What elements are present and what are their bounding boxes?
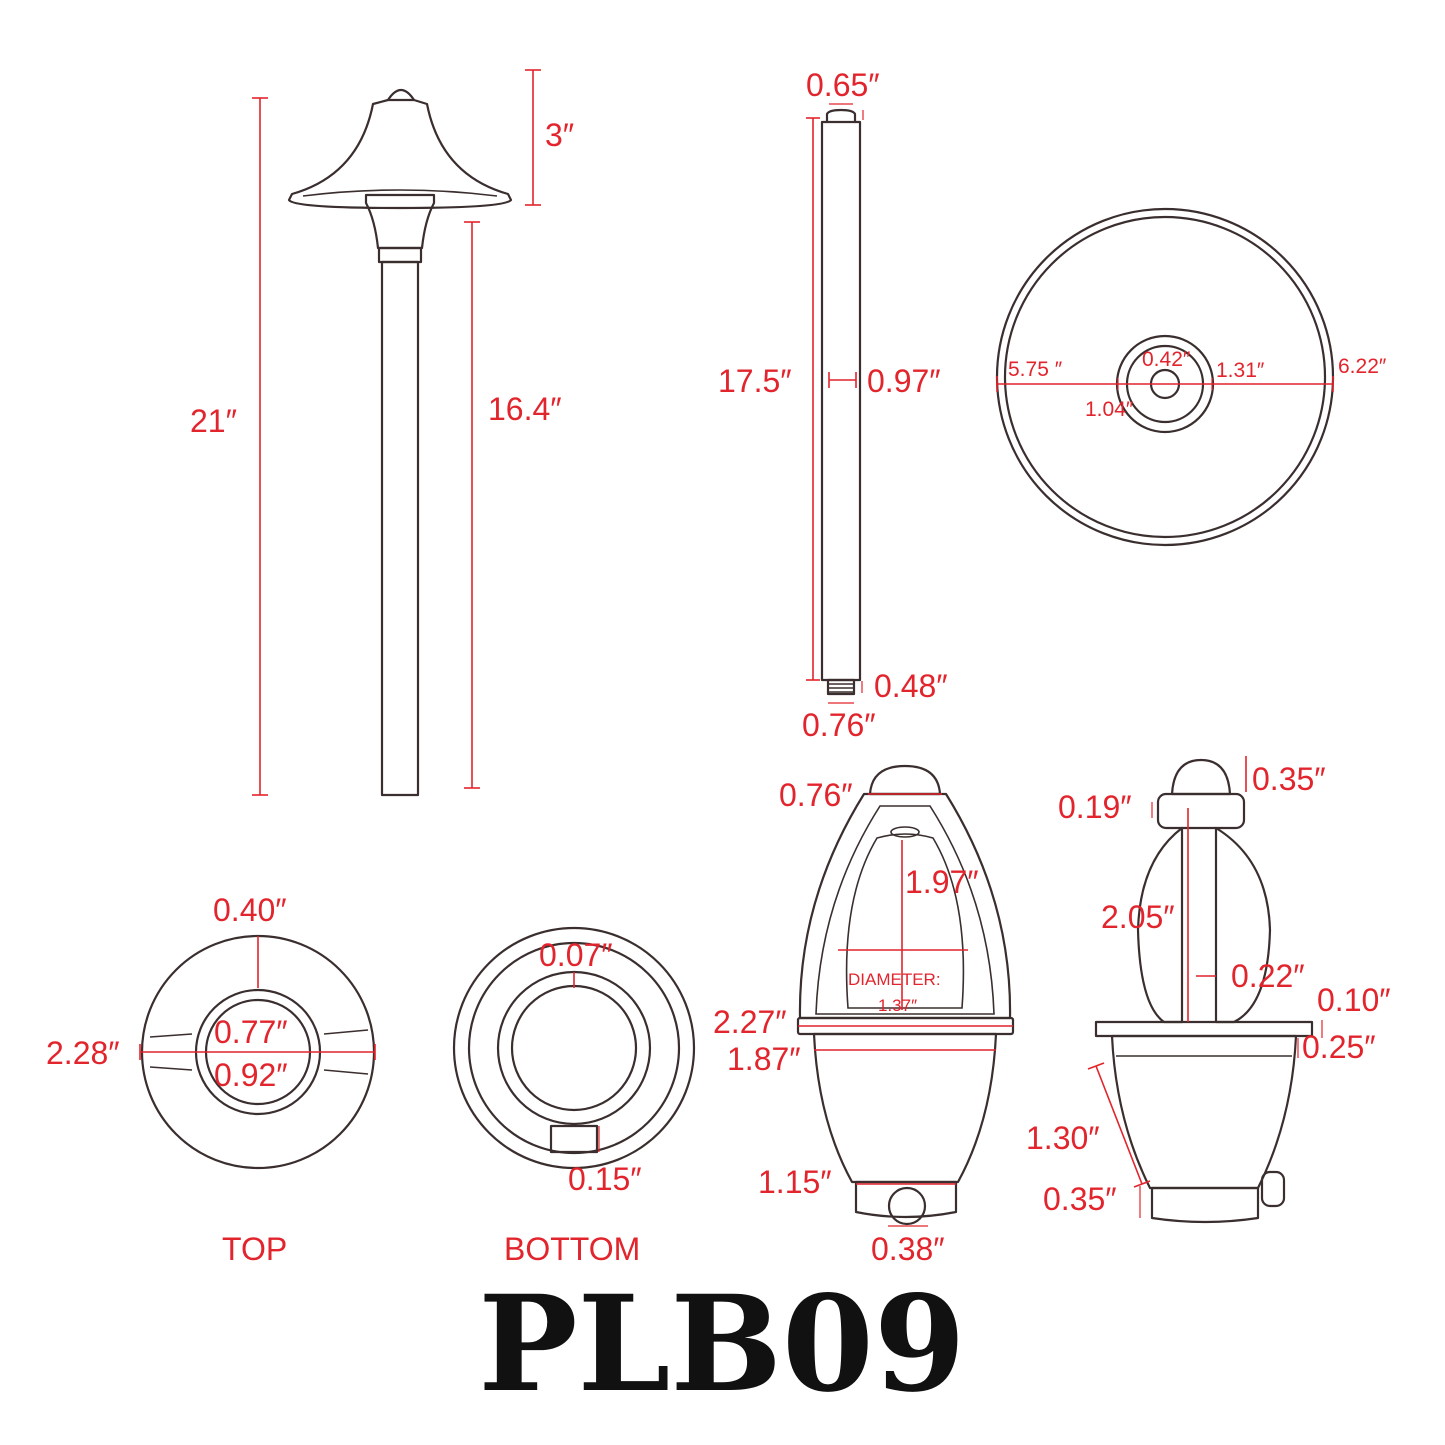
bottom-view-dimensions: 0.07″ 0.15″ BOTTOM xyxy=(504,937,642,1267)
side-height-label: 2.05″ xyxy=(1101,899,1175,935)
stem-height-label: 16.4″ xyxy=(488,391,562,427)
stem-diameter-label: 0.97″ xyxy=(867,363,941,399)
front-knob-label: 0.38″ xyxy=(871,1231,945,1267)
top-outer-label: 2.28″ xyxy=(46,1035,120,1071)
stem-thread-dia-label: 0.76″ xyxy=(802,707,876,743)
bottom-view-caption: BOTTOM xyxy=(504,1231,640,1267)
stem-cap-label: 0.65″ xyxy=(806,67,880,103)
shade-diameter-label: 6.22″ xyxy=(1338,355,1387,378)
side-base-label: 0.35″ xyxy=(1043,1181,1117,1217)
front-cap-label: 0.76″ xyxy=(779,777,853,813)
stem-height-dimension: 16.4″ xyxy=(464,221,562,789)
head-front-view xyxy=(796,764,1015,1226)
stem-dimensions: 17.5″ 0.97″ 0.65″ 0.48″ 0.76″ xyxy=(718,67,948,743)
side-rod-label: 0.22″ xyxy=(1231,958,1305,994)
overall-height-label: 21″ xyxy=(190,403,237,439)
head-side-view xyxy=(1094,758,1314,1224)
overall-height-dimension: 21″ xyxy=(190,97,268,796)
top-inner1-label: 0.77″ xyxy=(214,1014,288,1050)
side-ring-label: 0.25″ xyxy=(1302,1029,1376,1065)
front-height-label: 1.97″ xyxy=(905,864,979,900)
head-front-dimensions: 0.76″ 1.97″ DIAMETER: 1.37″ 2.27″ 1.87″ … xyxy=(713,777,1013,1267)
top-depth-label: 0.40″ xyxy=(213,892,287,928)
front-diameter-label: DIAMETER: xyxy=(848,970,941,989)
stem-view xyxy=(820,108,862,696)
shade-ring-label: 1.31″ xyxy=(1216,359,1265,382)
bottom-notch-label: 0.15″ xyxy=(568,1161,642,1197)
stem-thread-len-label: 0.48″ xyxy=(874,668,948,704)
side-flange-label: 0.10″ xyxy=(1317,982,1391,1018)
side-body-label: 1.30″ xyxy=(1026,1120,1100,1156)
bottom-wall-label: 0.07″ xyxy=(539,937,613,973)
shade-hole-label: 0.42″ xyxy=(1142,348,1191,371)
head-side-dimensions: 0.35″ 0.19″ 2.05″ 0.22″ 0.10″ 0.25″ 1.30… xyxy=(1026,756,1391,1218)
shade-height-dimension: 3″ xyxy=(525,69,574,206)
front-flange-label: 2.27″ xyxy=(713,1004,787,1040)
shade-height-label: 3″ xyxy=(545,117,574,153)
top-view-caption: TOP xyxy=(222,1231,287,1267)
front-diameter-value: 1.37″ xyxy=(878,996,917,1015)
model-number: PLB09 xyxy=(478,1267,965,1422)
top-inner2-label: 0.92″ xyxy=(214,1057,288,1093)
shade-inner-label: 1.04″ xyxy=(1085,398,1134,421)
front-body-label: 1.87″ xyxy=(727,1041,801,1077)
full-fixture-view xyxy=(287,88,513,797)
side-cap-h-label: 0.19″ xyxy=(1058,789,1132,825)
shade-radius-label: 5.75 ″ xyxy=(1008,358,1063,381)
shade-plan-dimensions: 5.75 ″ 0.42″ 1.31″ 6.22″ 1.04″ xyxy=(996,348,1387,421)
top-view-dimensions: 0.40″ 2.28″ 0.77″ 0.92″ TOP xyxy=(46,892,376,1267)
stem-length-label: 17.5″ xyxy=(718,363,792,399)
side-cap-label: 0.35″ xyxy=(1252,761,1326,797)
front-base-label: 1.15″ xyxy=(758,1164,832,1200)
